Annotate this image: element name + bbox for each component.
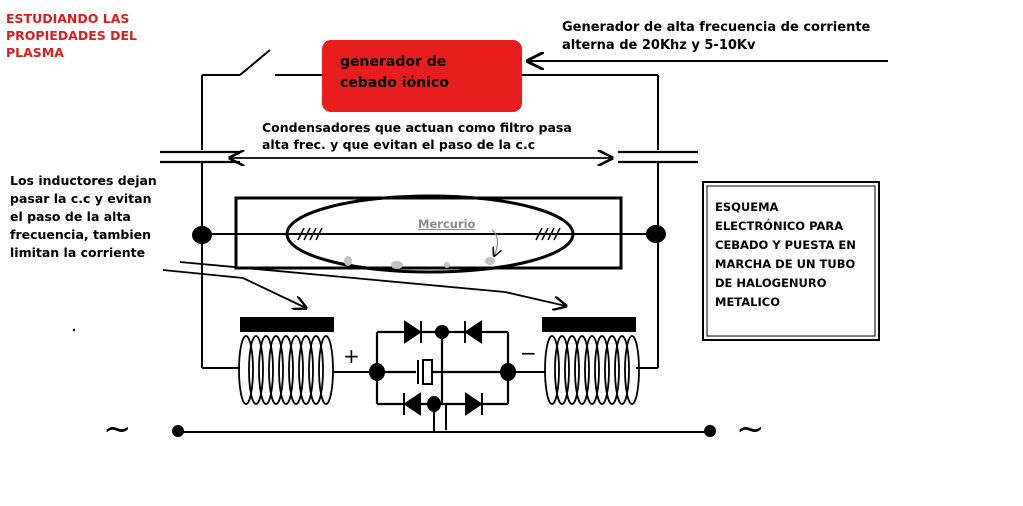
supply-wiring <box>178 404 712 433</box>
left-supply-terminal <box>172 425 184 437</box>
ac-symbol-left: ~ <box>103 409 132 449</box>
diodes <box>403 320 483 416</box>
schematic-box-inner <box>706 185 876 337</box>
diagram-title: ESTUDIANDO LAS PROPIEDADES DEL PLASMA <box>6 11 137 60</box>
bridge-capacitor <box>417 359 433 385</box>
right-capacitor <box>618 150 698 164</box>
inductor-pointer-left <box>162 269 306 308</box>
right-supply-terminal <box>704 425 716 437</box>
diode-bottom-left <box>403 392 421 416</box>
inductor-pointer-right <box>179 261 566 306</box>
left-tube-node <box>192 226 212 244</box>
mercury-pointer <box>491 229 498 256</box>
stray-dot <box>72 328 76 332</box>
top-wiring <box>201 49 659 150</box>
schematic-box-text: ESQUEMA ELECTRÓNICO PARA CEBADO Y PUESTA… <box>715 200 856 309</box>
bridge-rectifier <box>375 330 510 406</box>
left-inductor-coil <box>238 335 334 405</box>
ignition-generator-box <box>322 40 522 112</box>
negative-sign: − <box>520 341 537 365</box>
schematic-box-outer <box>702 181 880 341</box>
side-wiring <box>201 162 659 368</box>
generator-label: generador de cebado iónico <box>340 54 449 91</box>
left-inductor-core <box>240 317 334 332</box>
capacitor-note: Condensadores que actuan como filtro pas… <box>262 120 572 152</box>
high-frequency-note: Generador de alta frecuencia de corrient… <box>562 20 871 53</box>
right-tube-node <box>646 225 666 243</box>
diode-bottom-right <box>465 392 483 416</box>
right-electrode <box>535 227 561 241</box>
positive-sign: + <box>343 344 360 368</box>
left-capacitor <box>160 150 240 164</box>
diode-top-right <box>464 320 482 344</box>
right-inductor-coil <box>544 335 640 405</box>
mercury-label: Mercurio <box>418 217 476 231</box>
left-electrode <box>297 227 323 241</box>
inductor-note: Los inductores dejan pasar la c.c y evit… <box>10 173 157 260</box>
switch-blade <box>239 49 271 76</box>
ac-symbol-right: ~ <box>736 409 765 449</box>
diode-top-left <box>404 320 422 344</box>
right-inductor-core <box>542 317 636 332</box>
mercury-droplets <box>344 256 495 269</box>
